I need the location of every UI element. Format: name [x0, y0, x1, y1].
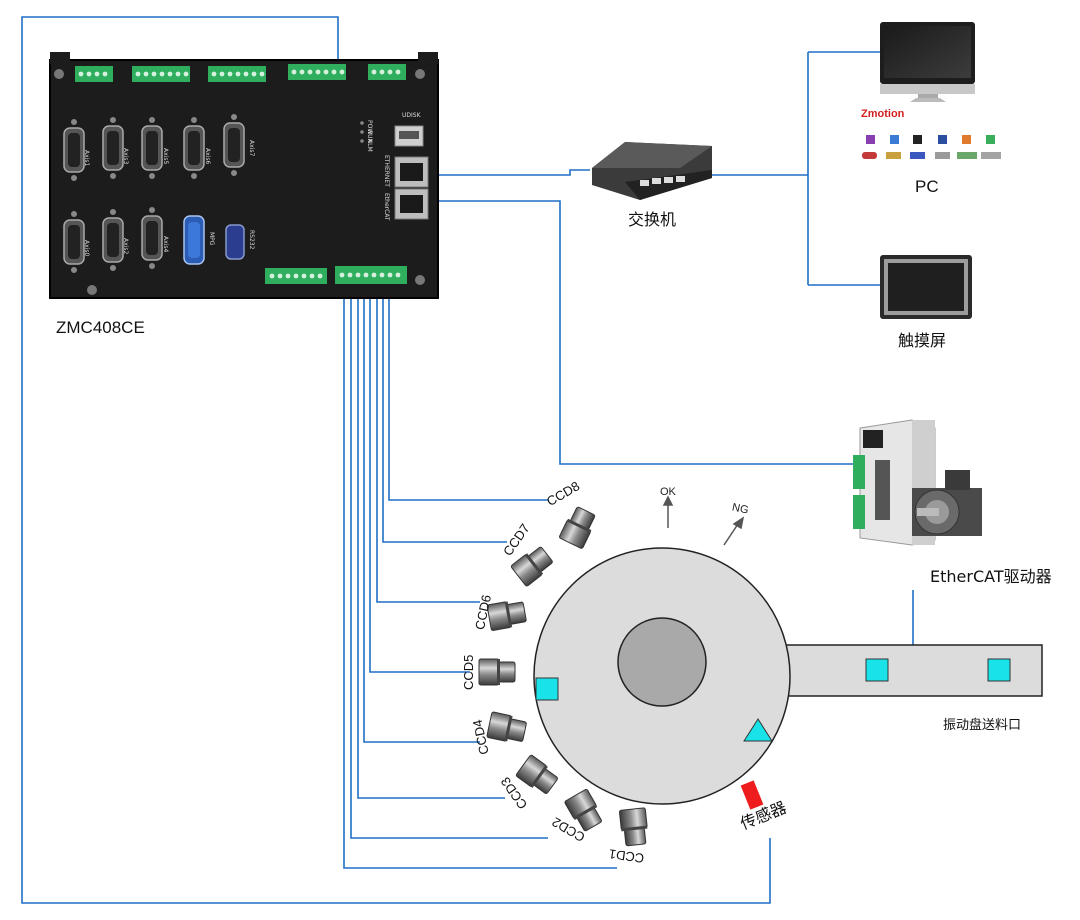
camera-ccd4 [486, 711, 528, 746]
wiring [21, 16, 914, 904]
part-square [987, 658, 1011, 682]
controller-label: ZMC408CE [56, 318, 145, 337]
feeder-label: 振动盘送料口 [943, 718, 1022, 733]
svg-text:POW: POW [366, 120, 373, 134]
touch-screen [880, 255, 972, 319]
part-square [535, 677, 559, 701]
svg-text:RUN: RUN [366, 130, 373, 143]
pc-monitor [880, 22, 975, 102]
rs232-connector [225, 224, 245, 260]
camera-ccd6 [486, 598, 528, 632]
svg-text:Axis6: Axis6 [204, 148, 211, 164]
svg-text:Axis7: Axis7 [248, 140, 255, 156]
camera-ccd1 [618, 807, 650, 847]
svg-text:Axis4: Axis4 [162, 236, 169, 252]
svg-text:MPG: MPG [208, 232, 215, 246]
camera-ccd3 [515, 753, 561, 798]
zmotion-brand: Zmotion [861, 108, 905, 120]
ccd5-label: CCD5 [461, 654, 476, 690]
axis-label: Axis1 [83, 150, 90, 166]
camera-ccd5 [478, 658, 516, 686]
controller-zmc408ce: Axis1 Axis3 Axis5 Axis6 Axis7 Axis0 Axis… [49, 52, 439, 299]
part-square [865, 658, 889, 682]
terminal-blocks-top [75, 64, 406, 82]
svg-text:ALM: ALM [366, 139, 373, 152]
ok-label: OK [660, 486, 676, 498]
sensor-block [740, 780, 764, 810]
svg-text:Axis2: Axis2 [122, 238, 129, 254]
touchscreen-label: 触摸屏 [898, 331, 947, 350]
svg-text:EtherCAT: EtherCAT [383, 193, 390, 221]
svg-text:Axis0: Axis0 [83, 240, 90, 256]
rj45-ports [394, 156, 429, 220]
switch-label: 交换机 [628, 210, 677, 229]
svg-text:Axis3: Axis3 [122, 148, 129, 164]
camera-ccd8 [558, 504, 599, 550]
ok-arrow [662, 495, 674, 528]
network-switch [592, 142, 712, 200]
rotary-hub [617, 617, 707, 707]
svg-text:UDISK: UDISK [402, 112, 422, 119]
software-icons [862, 135, 1001, 159]
svg-text:ETHERNET: ETHERNET [383, 155, 390, 187]
svg-text:RS232: RS232 [248, 230, 255, 250]
drive-label: EtherCAT驱动器 [930, 567, 1052, 586]
servo-motor [912, 470, 982, 536]
pc-label: PC [915, 177, 939, 196]
part-triangle [743, 718, 773, 742]
ng-arrow [723, 516, 745, 546]
svg-text:Axis5: Axis5 [162, 148, 169, 164]
